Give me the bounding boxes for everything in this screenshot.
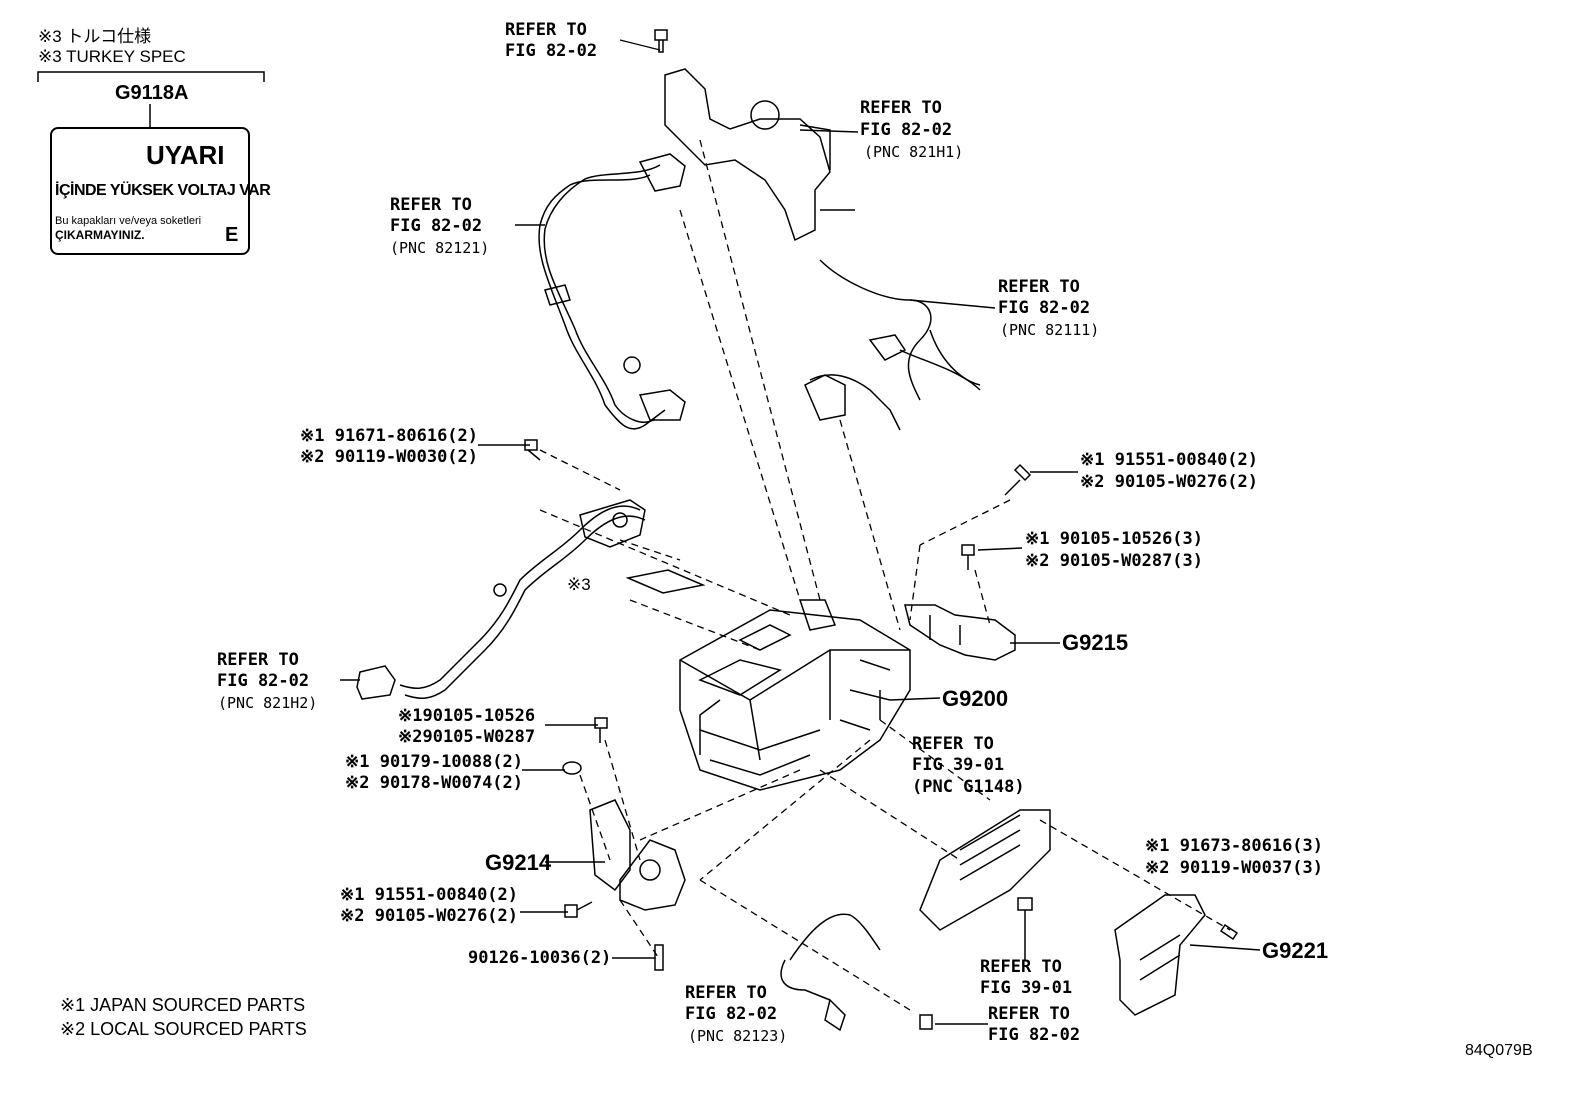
warning-line2: Bu kapakları ve/veya soketleri: [55, 215, 202, 227]
part-e1: ※1 90179-10088(2): [345, 752, 524, 772]
part-h1: ※1 91673-80616(3): [1145, 836, 1324, 856]
ref-821h1-pnc: (PNC 821H1): [864, 143, 964, 161]
ref-82121-pnc: (PNC 82121): [390, 239, 490, 257]
ref-82111-pnc: (PNC 82111): [1000, 321, 1100, 339]
footnote-japan: ※1 JAPAN SOURCED PARTS: [60, 995, 306, 1015]
part-f2: ※2 90105-W0276(2): [340, 906, 519, 926]
ref-82123-l2: FIG 82-02: [685, 1004, 778, 1024]
ref-82123-l1: REFER TO: [685, 983, 767, 1003]
turkey-note-en: ※3 TURKEY SPEC: [38, 47, 186, 66]
footnote-local: ※2 LOCAL SOURCED PARTS: [60, 1019, 307, 1039]
ref-g1148-l1: REFER TO: [912, 734, 994, 754]
warning-code: E: [225, 224, 239, 246]
part-a1: ※1 91671-80616(2): [300, 426, 479, 446]
part-c2: ※2 90105-W0287(3): [1025, 551, 1204, 571]
part-b1: ※1 91551-00840(2): [1080, 450, 1259, 470]
ref-g1148-l2: FIG 39-01: [912, 755, 1005, 775]
ref-82121-l2: FIG 82-02: [390, 216, 483, 236]
ref-top-l2: FIG 82-02: [505, 41, 598, 61]
ref-bottom-right-l2: FIG 82-02: [988, 1025, 1081, 1045]
ref-top-l1: REFER TO: [505, 20, 587, 40]
ref-82111-l2: FIG 82-02: [998, 298, 1091, 318]
part-h2: ※2 90119-W0037(3): [1145, 858, 1324, 878]
ref-g1148-pnc: (PNC G1148): [912, 777, 1025, 797]
part-b2: ※2 90105-W0276(2): [1080, 472, 1259, 492]
part-number-g9215: G9215: [1062, 630, 1129, 655]
part-a2: ※2 90119-W0030(2): [300, 447, 479, 467]
part-d1: ※190105-10526: [398, 706, 536, 726]
figure-code: 84Q079B: [1465, 1042, 1533, 1059]
ref-3901-l2: FIG 39-01: [980, 978, 1073, 998]
part-c1: ※1 90105-10526(3): [1025, 529, 1204, 549]
ref-821h1-l1: REFER TO: [860, 98, 942, 118]
ref-821h2-l1: REFER TO: [217, 650, 299, 670]
part-x3: ※3: [567, 575, 591, 594]
ref-bottom-right-l1: REFER TO: [988, 1004, 1070, 1024]
part-d2: ※290105-W0287: [398, 727, 536, 747]
part-number-g9221: G9221: [1262, 938, 1329, 963]
ref-821h1-l2: FIG 82-02: [860, 120, 953, 140]
part-number-g9214: G9214: [485, 850, 552, 875]
ref-3901-l1: REFER TO: [980, 957, 1062, 977]
label-part-number: G9118A: [115, 82, 189, 104]
warning-line3: ÇIKARMAYINIZ.: [55, 228, 145, 242]
ref-82111-l1: REFER TO: [998, 277, 1080, 297]
warning-line1: İÇİNDE YÜKSEK VOLTAJ VAR: [55, 182, 271, 199]
part-g: 90126-10036(2): [468, 948, 612, 968]
warning-label: [50, 127, 250, 255]
warning-title: UYARI: [146, 140, 225, 170]
part-f1: ※1 91551-00840(2): [340, 885, 519, 905]
ref-82123-pnc: (PNC 82123): [688, 1027, 788, 1045]
part-number-g9200: G9200: [942, 686, 1009, 711]
part-e2: ※2 90178-W0074(2): [345, 773, 524, 793]
ref-821h2-pnc: (PNC 821H2): [218, 694, 318, 712]
ref-82121-l1: REFER TO: [390, 195, 472, 215]
turkey-note-jp: ※3 トルコ仕様: [38, 27, 152, 46]
ref-821h2-l2: FIG 82-02: [217, 671, 310, 691]
